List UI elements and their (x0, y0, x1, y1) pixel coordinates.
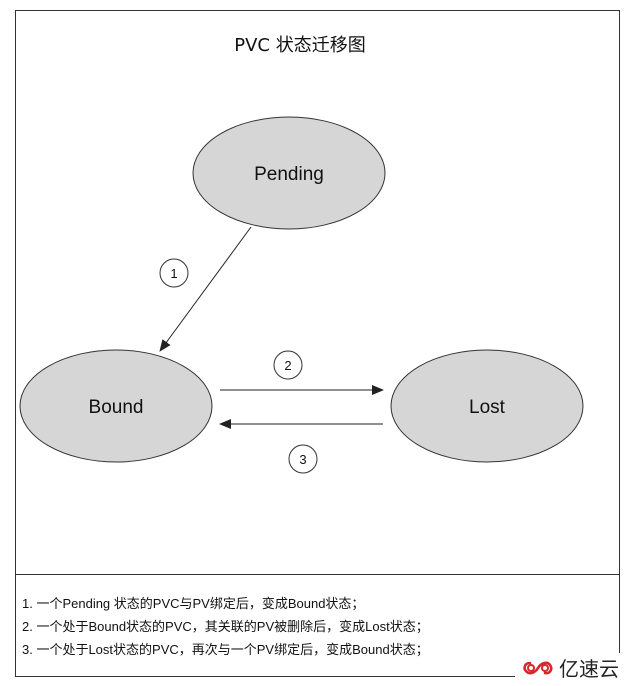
transition-number-2: 2 (284, 358, 291, 373)
cloud-logo-icon (523, 661, 553, 674)
transition-arrow-1 (159, 226, 252, 352)
note-item-3: 3. 一个处于Lost状态的PVC，再次与一个PV绑定后，变成Bound状态； (22, 642, 429, 657)
transition-number-1: 1 (170, 266, 177, 281)
transition-number-3: 3 (299, 452, 306, 467)
diagram-title: PVC 状态迁移图 (234, 35, 365, 56)
state-label-pending: Pending (254, 164, 324, 185)
watermark-text: 亿速云 (559, 657, 619, 681)
watermark: 亿速云 (515, 653, 621, 682)
note-item-2: 2. 一个处于Bound状态的PVC，其关联的PV被删除后，变成Lost状态； (22, 619, 429, 634)
notes-divider (15, 574, 620, 575)
state-node-pending: Pending (192, 116, 386, 230)
state-label-bound: Bound (89, 397, 144, 418)
transition-badge-2: 2 (273, 350, 303, 380)
transition-badge-1: 1 (159, 258, 189, 288)
transition-badge-3: 3 (288, 444, 318, 474)
notes-list: 1. 一个Pending 状态的PVC与PV绑定后，变成Bound状态； 2. … (22, 592, 429, 661)
note-item-1: 1. 一个Pending 状态的PVC与PV绑定后，变成Bound状态； (22, 596, 365, 611)
state-node-bound: Bound (19, 349, 213, 463)
state-label-lost: Lost (469, 397, 506, 418)
state-node-lost: Lost (390, 349, 584, 463)
